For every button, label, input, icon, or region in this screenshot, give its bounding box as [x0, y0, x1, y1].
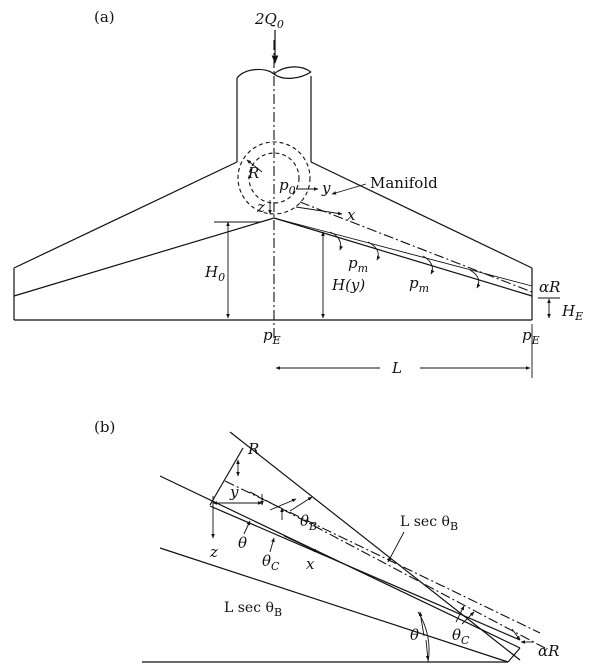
manifold-outer-circle — [237, 141, 311, 215]
alpha-r-label-b: αR — [538, 642, 559, 660]
length-label: L — [391, 359, 402, 377]
x-axis-label: x — [347, 206, 356, 224]
alpha-r-label-a: αR — [539, 278, 560, 296]
theta-right-label: θ — [410, 626, 419, 644]
lsec-upper-label: L sec θB — [400, 514, 458, 533]
panel-a-tag: (a) — [94, 8, 115, 26]
inflow-label: 2Q0 — [254, 10, 284, 31]
axis-lower — [249, 491, 546, 649]
x-label-b: x — [306, 555, 315, 573]
pe-left-label: pE — [263, 326, 281, 347]
manifold-label: Manifold — [370, 174, 438, 192]
panel-a: (a) 2Q0 — [13, 8, 583, 378]
theta-c-right-label: θC — [452, 626, 470, 647]
z-label-b: z — [209, 543, 218, 561]
radius-label-b: R — [247, 440, 259, 458]
theta-b-label: θB — [300, 512, 317, 533]
outflow-arrows — [329, 231, 481, 289]
h0-label: H0 — [204, 263, 225, 284]
p0-label: p0 — [279, 176, 296, 197]
z-axis-label: z — [256, 198, 265, 216]
radius-label: R — [247, 164, 259, 182]
hy-label: H(y) — [331, 276, 365, 294]
he-label: HE — [561, 302, 583, 323]
pm-label-1: pm — [348, 254, 368, 275]
panel-b-tag: (b) — [94, 418, 115, 436]
theta-c-label: θC — [262, 552, 280, 573]
wedge-lines — [142, 431, 521, 663]
inlet-pipe — [236, 66, 312, 162]
manifold-axis — [299, 201, 533, 293]
lsec-lower-label: L sec θB — [224, 600, 282, 619]
panel-b: (b) R y θB z θ — [94, 418, 559, 663]
y-axis-label: y — [321, 179, 331, 197]
pm-label-2: pm — [409, 274, 429, 295]
manifold-inner-circle — [248, 152, 300, 204]
y-label-b: y — [229, 483, 239, 501]
pe-right-label: pE — [522, 326, 540, 347]
manifold-body — [13, 161, 533, 321]
theta-label-b: θ — [238, 534, 247, 552]
